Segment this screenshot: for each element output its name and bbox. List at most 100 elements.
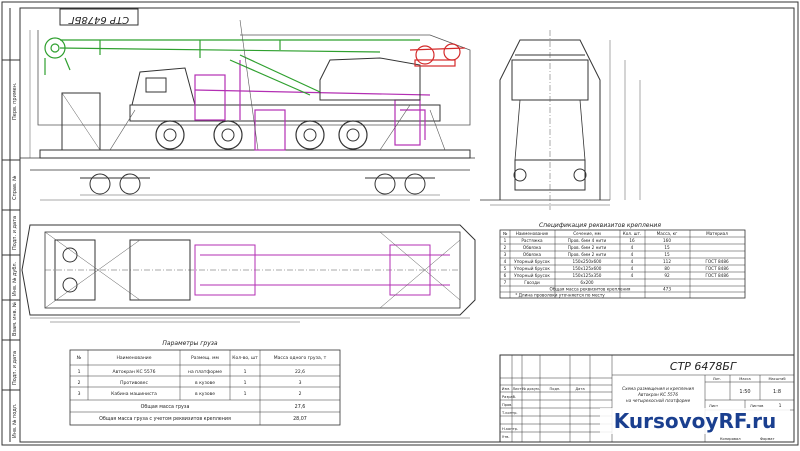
spec-cell: 150x125x600 (573, 266, 602, 271)
tb-hdr-date: Дата (575, 387, 584, 391)
spec-cell: ГОСТ 8486 (705, 273, 729, 278)
crane-frame (194, 60, 431, 151)
spec-header-qty: Кол. шт. (623, 231, 641, 236)
left-side-column (2, 8, 20, 442)
spec-cell: Обвязка (523, 245, 542, 250)
truck-wheel (338, 120, 368, 150)
spec-cell: 16 (629, 238, 635, 243)
spec-cell: Пров. 6мм 2 нити (568, 252, 607, 257)
side-label-inv-dup: Инв. № дубл. (12, 261, 18, 296)
counterweight-box (61, 92, 101, 151)
spec-cell: 6 (504, 273, 507, 278)
spec-cell: 4 (631, 252, 634, 257)
spec-cell: 7 (504, 280, 507, 285)
cargo-cell: в кузове (195, 392, 215, 397)
tb-scale-value: 1:8 (773, 389, 781, 395)
tb-hdr-sign: Подп. (550, 387, 561, 391)
cargo-header-name: Наименование (117, 355, 152, 361)
spec-cell: 4 (631, 245, 634, 250)
tb-role-ncontrol: Н.контр. (502, 427, 518, 431)
cargo-total-label: Общая масса груза (141, 404, 190, 410)
spec-cell: Упорный брусок (514, 259, 550, 264)
cargo-cell: 1 (244, 369, 247, 375)
tb-sheets-label: Листов (750, 404, 763, 408)
spec-header-no: № (503, 231, 508, 236)
spec-cell: 4 (631, 259, 634, 264)
spec-cell: Гвозди (524, 280, 540, 285)
top-stamp-box (59, 8, 139, 26)
cargo-cell: 2 (78, 380, 81, 386)
spec-table-title: Спецификация реквизитов крепления (539, 222, 661, 229)
truck-wheel (295, 120, 325, 150)
spec-header-name: Наименование (516, 231, 549, 236)
title-desc-1: Схема размещения и крепления (622, 386, 694, 391)
spec-cell: 4 (504, 259, 507, 264)
spec-table: Спецификация реквизитов крепления № Наим… (499, 222, 746, 299)
side-label-sign-date-1: Подп. и дата (12, 216, 18, 250)
watermark-text: KursovoyRF.ru (614, 409, 777, 433)
tb-sheet-label: Лист (709, 404, 718, 408)
watermark-logo: KursovoyRF.ru (600, 408, 790, 434)
cargo-cell: 1 (244, 380, 247, 386)
spec-total-label: Общая масса реквизитов крепления (550, 287, 631, 292)
spec-cell: Обвязка (523, 252, 542, 257)
spec-total-value: 473 (663, 287, 671, 292)
spec-cell: Пров. 6мм 2 нити (568, 245, 607, 250)
spec-cell: Упорный брусок (514, 273, 550, 278)
spec-cell: 5 (504, 266, 507, 271)
tb-scale-header: Масштаб (768, 377, 786, 381)
crane-boom (44, 37, 420, 96)
spec-cell: ГОСТ 8486 (705, 266, 729, 271)
top-stamp-text: СТР 6478БГ (67, 14, 129, 25)
tb-mass-header: Масса (739, 377, 750, 381)
cargo-header-no: № (77, 355, 82, 361)
tb-sheets-value: 1 (779, 403, 782, 409)
tb-copied-label: Копировал (720, 437, 741, 441)
title-desc-2: Автокран КС 5576 (637, 392, 678, 397)
spec-cell: 15 (664, 245, 670, 250)
cargo-cell: 3 (299, 380, 302, 386)
truck-wheel (155, 120, 185, 150)
spec-cell: 2 (504, 245, 507, 250)
spec-cell: Растяжка (521, 238, 543, 243)
spec-header-mass: Масса, кг (657, 231, 678, 236)
cargo-cell: в кузове (195, 381, 215, 386)
winch-drum (409, 43, 466, 67)
title-desc-3: на четырехосной платформе (626, 398, 691, 403)
spec-cell: 3 (504, 252, 507, 257)
cargo-cell: 22,6 (295, 369, 305, 375)
spec-cell: 92 (664, 273, 670, 278)
spec-cell: 4 (631, 266, 634, 271)
cargo-total-value: 27,6 (295, 404, 306, 410)
end-view (480, 30, 641, 210)
spec-cell: 150x250x600 (573, 259, 602, 264)
spec-cell: 15 (664, 252, 670, 257)
truck-wheel (213, 120, 243, 150)
spec-cell: Упорный брусок (514, 266, 550, 271)
cargo-header-qty: Кол-во, шт (232, 355, 258, 361)
spec-cell: 6x200 (580, 280, 593, 285)
tb-hdr-docno: № докум. (522, 387, 540, 391)
crane-body (319, 57, 421, 101)
title-code: СТР 6478БГ (670, 360, 737, 373)
cargo-cell: Автокран КС 5576 (112, 369, 155, 375)
cargo-header-mass: Масса одного груза, т (274, 355, 327, 361)
plan-view (21, 224, 476, 323)
tb-role-tcontrol: Т.контр. (501, 411, 518, 415)
tb-role-approve: Утв. (502, 435, 510, 439)
inner-frame (19, 7, 795, 443)
spec-cell: 1 (504, 238, 507, 243)
tb-mass-value: 1:50 (739, 389, 750, 395)
tb-hdr-sheet: Лист (512, 387, 521, 391)
spec-cell: 150x125x350 (573, 273, 602, 278)
cargo-cell: 1 (78, 369, 81, 375)
side-label-replace-inv: Взам. инв. № (12, 301, 18, 336)
tb-stage-header: Лит. (713, 377, 721, 381)
tb-role-dev: Разраб. (502, 395, 516, 399)
cargo-cell: 1 (244, 391, 247, 397)
spec-cell: 160 (663, 238, 671, 243)
spec-header-material: Материал (706, 231, 728, 236)
side-view (20, 19, 475, 201)
wagon-wheels (80, 173, 435, 195)
spec-header-section: Сечение, мм (573, 231, 601, 236)
